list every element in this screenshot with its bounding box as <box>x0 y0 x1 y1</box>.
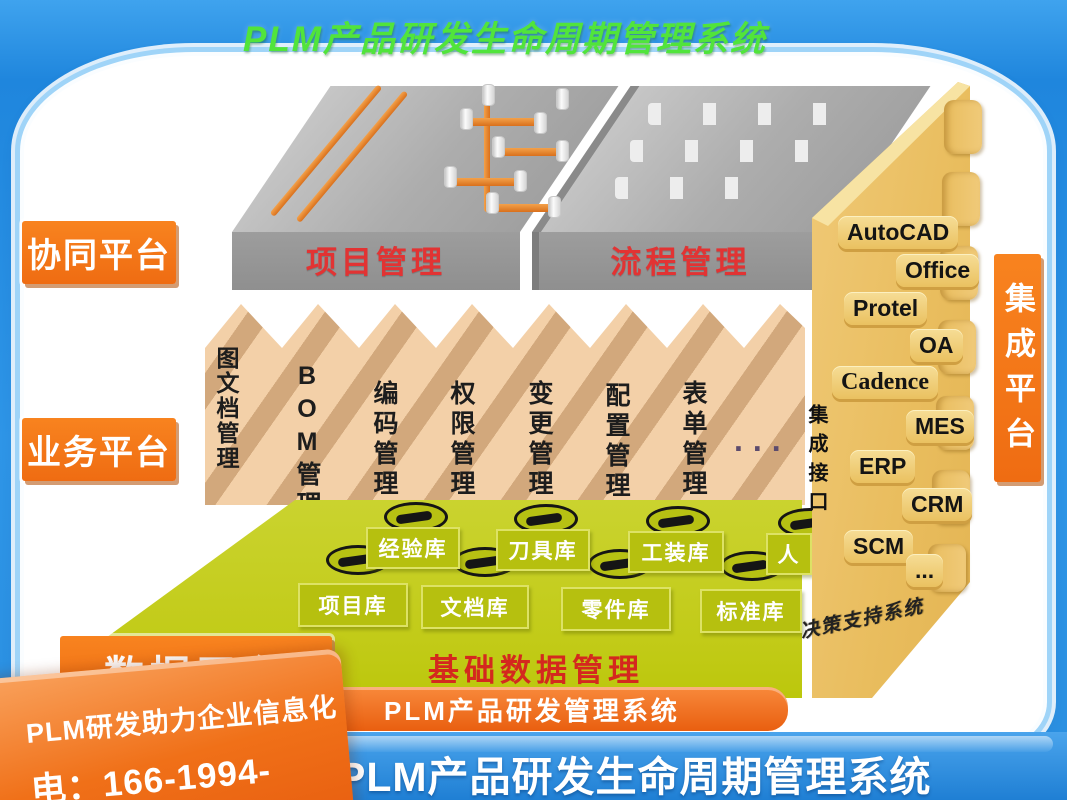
system-label: Office <box>896 254 980 287</box>
peg-icon <box>460 108 473 130</box>
process-management-title: 流程管理 <box>610 245 751 280</box>
library-box: 经验库 <box>366 527 460 569</box>
side-label-business: 业务平台 <box>22 418 176 481</box>
system-label: MES <box>906 410 974 443</box>
integration-interface-label: 集成接口 <box>805 404 827 520</box>
library-box: 刀具库 <box>496 529 590 571</box>
module-label: 编码管理 <box>370 380 398 500</box>
flow-row-icon <box>648 103 836 125</box>
library-box: 人 <box>766 533 812 575</box>
module-label: 变更管理 <box>525 380 553 500</box>
base-data-title: 基础数据管理 <box>428 653 644 688</box>
peg-icon <box>482 84 495 106</box>
subtitle-text: PLM产品研发管理系统 <box>384 695 680 726</box>
peg-icon <box>492 136 505 158</box>
peg-icon <box>444 166 457 188</box>
system-label: Cadence <box>832 366 938 399</box>
peg-icon <box>548 196 561 218</box>
library-box: 项目库 <box>298 583 408 627</box>
side-label-integration: 集成平台 <box>994 254 1041 482</box>
module-label: 图文档管理 <box>213 346 239 471</box>
library-box: 文档库 <box>421 585 529 629</box>
library-box: 零件库 <box>561 587 671 631</box>
process-platform-front: 流程管理 <box>532 232 822 290</box>
peg-icon <box>486 192 499 214</box>
module-label: 权限管理 <box>447 380 475 500</box>
system-label: ... <box>906 554 944 587</box>
bottom-banner-title: PLM产品研发生命周期管理系统 <box>338 754 932 800</box>
gantt-bar-icon <box>452 178 520 186</box>
top-banner-title: PLM产品研发生命周期管理系统 <box>243 20 767 59</box>
peg-icon <box>534 112 547 134</box>
project-management-title: 项目管理 <box>306 245 446 280</box>
library-box: 工装库 <box>628 531 724 573</box>
module-label: 配置管理 <box>602 382 630 502</box>
peg-icon <box>556 140 569 162</box>
project-platform-front: 项目管理 <box>232 232 520 290</box>
flow-row-icon <box>615 177 767 199</box>
peg-icon <box>556 88 569 110</box>
module-label: BOM管理 <box>293 362 321 521</box>
gantt-bar-icon <box>496 204 554 212</box>
side-label-collaboration: 协同平台 <box>22 221 176 284</box>
library-box: 标准库 <box>700 589 802 633</box>
system-label: OA <box>910 329 963 362</box>
system-label: ERP <box>850 450 916 483</box>
wall-tab-icon <box>944 100 982 154</box>
system-label: SCM <box>844 530 914 563</box>
module-label: 表单管理 <box>679 380 707 500</box>
peg-icon <box>514 170 527 192</box>
gantt-bar-icon <box>500 148 562 156</box>
flow-row-icon <box>630 140 818 162</box>
system-label: Protel <box>844 292 928 325</box>
gantt-connector-icon <box>484 100 490 212</box>
modules-ellipsis: ... <box>734 422 791 458</box>
system-label: AutoCAD <box>838 216 959 249</box>
system-label: CRM <box>902 488 973 521</box>
subtitle-bar: PLM产品研发管理系统 <box>316 687 788 731</box>
gantt-bar-icon <box>468 118 542 126</box>
